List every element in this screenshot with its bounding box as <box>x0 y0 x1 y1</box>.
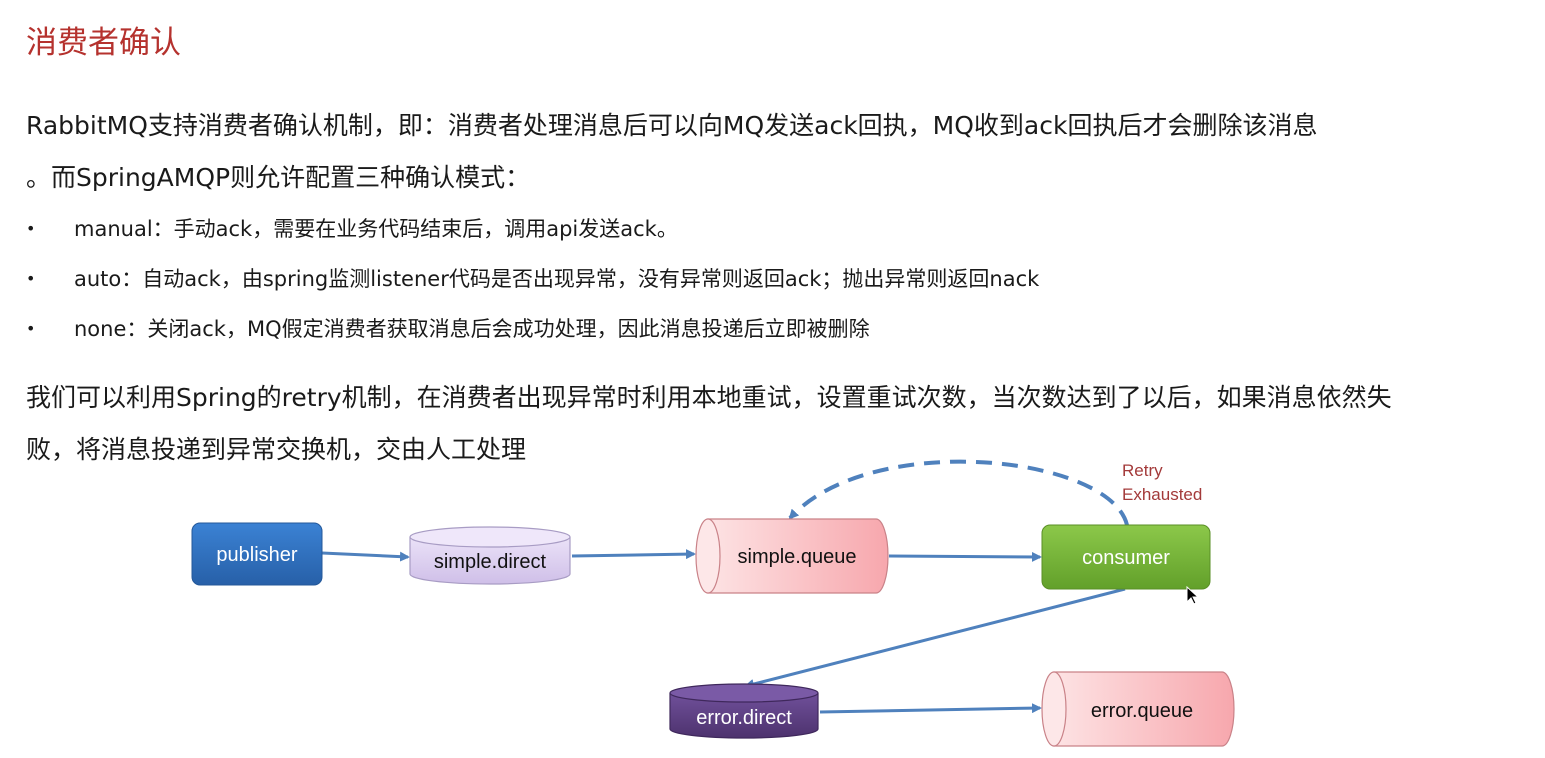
arrow-consumer-to-error-exchange <box>744 587 1126 689</box>
arrow-publisher-to-exchange <box>321 551 410 562</box>
bullet-icon: • <box>26 269 36 288</box>
error-direct-exchange: error.direct <box>669 683 819 739</box>
arrow-queue-to-consumer <box>888 551 1042 562</box>
intro-paragraph: RabbitMQ支持消费者确认机制，即：消费者处理消息后可以向MQ发送ack回执… <box>26 100 1317 204</box>
simple-direct-exchange: simple.direct <box>409 526 571 585</box>
mode-text-none: none：关闭ack，MQ假定消费者获取消息后会成功处理，因此消息投递后立即被删… <box>74 317 870 341</box>
mode-text-auto: auto：自动ack，由spring监测listener代码是否出现异常，没有异… <box>74 267 1040 291</box>
mode-text-manual: manual：手动ack，需要在业务代码结束后，调用api发送ack。 <box>74 217 678 241</box>
retry-line-1: 我们可以利用Spring的retry机制，在消费者出现异常时利用本地重试，设置重… <box>26 383 1392 412</box>
list-item-auto: • auto：自动ack，由spring监测listener代码是否出现异常，没… <box>24 254 1039 304</box>
retry-label-line-2: Exhausted <box>1122 485 1202 504</box>
arrow-exchange-to-queue <box>571 549 696 560</box>
retry-label-line-1: Retry <box>1122 461 1163 480</box>
list-item-none: • none：关闭ack，MQ假定消费者获取消息后会成功处理，因此消息投递后立即… <box>24 304 1039 354</box>
ack-mode-list: • manual：手动ack，需要在业务代码结束后，调用api发送ack。 • … <box>24 204 1039 354</box>
publisher-node: publisher <box>191 522 323 586</box>
retry-paragraph: 我们可以利用Spring的retry机制，在消费者出现异常时利用本地重试，设置重… <box>26 372 1392 476</box>
retry-arc <box>788 459 1129 526</box>
intro-line-2: 。而SpringAMQP则允许配置三种确认模式： <box>26 163 531 192</box>
arrow-error-exchange-to-error-queue <box>819 703 1042 714</box>
publisher-label: publisher <box>216 544 298 566</box>
error-direct-label: error.direct <box>696 707 792 729</box>
simple-queue-label: simple.queue <box>738 546 857 568</box>
page-title: 消费者确认 <box>26 25 181 61</box>
simple-queue-node: simple.queue <box>695 518 889 594</box>
consumer-label: consumer <box>1082 547 1170 569</box>
list-item-manual: • manual：手动ack，需要在业务代码结束后，调用api发送ack。 <box>24 204 1039 254</box>
simple-direct-label: simple.direct <box>434 551 547 573</box>
error-queue-node: error.queue <box>1041 671 1235 747</box>
bullet-icon: • <box>26 219 36 238</box>
retry-flow-diagram: publisher simple.direct simple.queue con… <box>191 459 1235 747</box>
error-queue-label: error.queue <box>1091 700 1193 722</box>
consumer-node: consumer <box>1041 524 1211 590</box>
intro-line-1: RabbitMQ支持消费者确认机制，即：消费者处理消息后可以向MQ发送ack回执… <box>26 111 1318 140</box>
bullet-icon: • <box>26 319 36 338</box>
retry-line-2: 败，将消息投递到异常交换机，交由人工处理 <box>26 435 527 464</box>
mouse-cursor-icon <box>1186 586 1200 605</box>
